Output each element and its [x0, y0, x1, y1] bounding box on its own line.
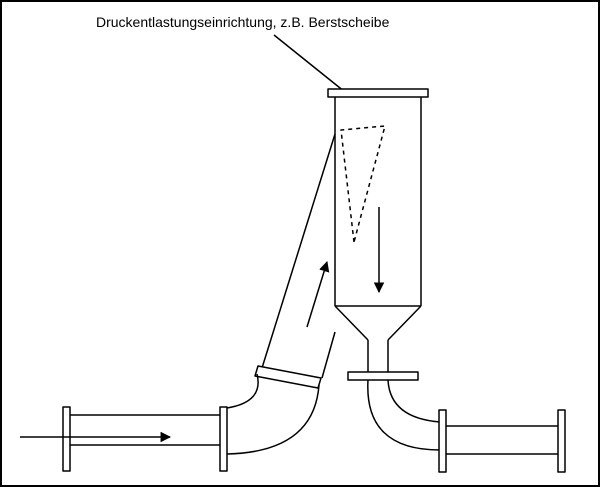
- cone-outlet-flange: [347, 371, 419, 381]
- left-elbow: [226, 373, 320, 455]
- rupture-disc-flange: [327, 88, 429, 98]
- outlet-pipe: [438, 409, 566, 473]
- riser-flange: [254, 365, 322, 389]
- separator-vessel: [334, 97, 422, 372]
- pressure-relief-label: Druckentlastungseinrichtung, z.B. Bersts…: [96, 14, 390, 30]
- outlet-left-flange: [438, 409, 447, 473]
- outlet-right-flange: [557, 409, 566, 473]
- inlet-left-flange: [62, 406, 71, 472]
- label-leader-line: [273, 34, 346, 93]
- inclined-riser-pipe: [261, 133, 336, 379]
- dashed-deflector: [340, 125, 386, 243]
- upflow-arrow-icon: [306, 260, 330, 328]
- inlet-right-flange: [219, 406, 228, 472]
- inlet-pipe: [62, 406, 228, 472]
- right-elbow: [367, 379, 441, 451]
